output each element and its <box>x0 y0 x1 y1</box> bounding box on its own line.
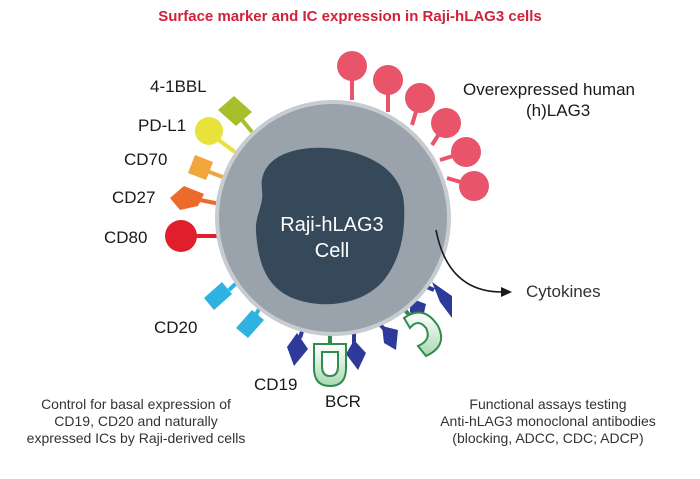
cell-nucleus <box>255 147 405 305</box>
left-note-line3: expressed ICs by Raji-derived cells <box>26 430 246 446</box>
left-note: Control for basal expression of CD19, CD… <box>4 396 268 447</box>
right-note-line1: Functional assays testing <box>469 396 627 412</box>
cd70-marker <box>188 155 226 180</box>
label-cd19: CD19 <box>254 375 298 394</box>
right-note: Functional assays testing Anti-hLAG3 mon… <box>412 396 684 447</box>
cell-name-line2: Cell <box>314 240 350 262</box>
hlag3-receptors <box>337 51 489 201</box>
left-note-line2: CD19, CD20 and naturally <box>54 413 218 429</box>
label-hlag3-line1: Overexpressed human <box>463 80 635 99</box>
label-4-1bbl: 4-1BBL <box>150 77 207 96</box>
label-cd20: CD20 <box>154 318 198 337</box>
label-cd70: CD70 <box>124 150 168 169</box>
pd-l1-marker <box>195 117 237 154</box>
left-note-line1: Control for basal expression of <box>41 396 231 412</box>
cd27-marker <box>170 186 221 210</box>
label-cd80: CD80 <box>104 228 148 247</box>
label-cd27: CD27 <box>112 188 156 207</box>
cd80-marker <box>165 220 222 252</box>
arrow-head-icon <box>501 287 512 297</box>
label-bcr: BCR <box>325 392 361 411</box>
right-note-line2: Anti-hLAG3 monoclonal antibodies <box>440 413 656 429</box>
cell-name-line1: Raji-hLAG3 <box>280 214 384 236</box>
label-cytokines: Cytokines <box>526 282 601 301</box>
cytokine-arrow <box>435 229 503 293</box>
right-note-line3: (blocking, ADCC, CDC; ADCP) <box>452 430 644 446</box>
figure-title: Surface marker and IC expression in Raji… <box>158 8 542 25</box>
4-1bbl-marker <box>218 96 254 134</box>
label-pd-l1: PD-L1 <box>138 116 187 135</box>
label-hlag3-line2: (h)LAG3 <box>526 101 591 120</box>
